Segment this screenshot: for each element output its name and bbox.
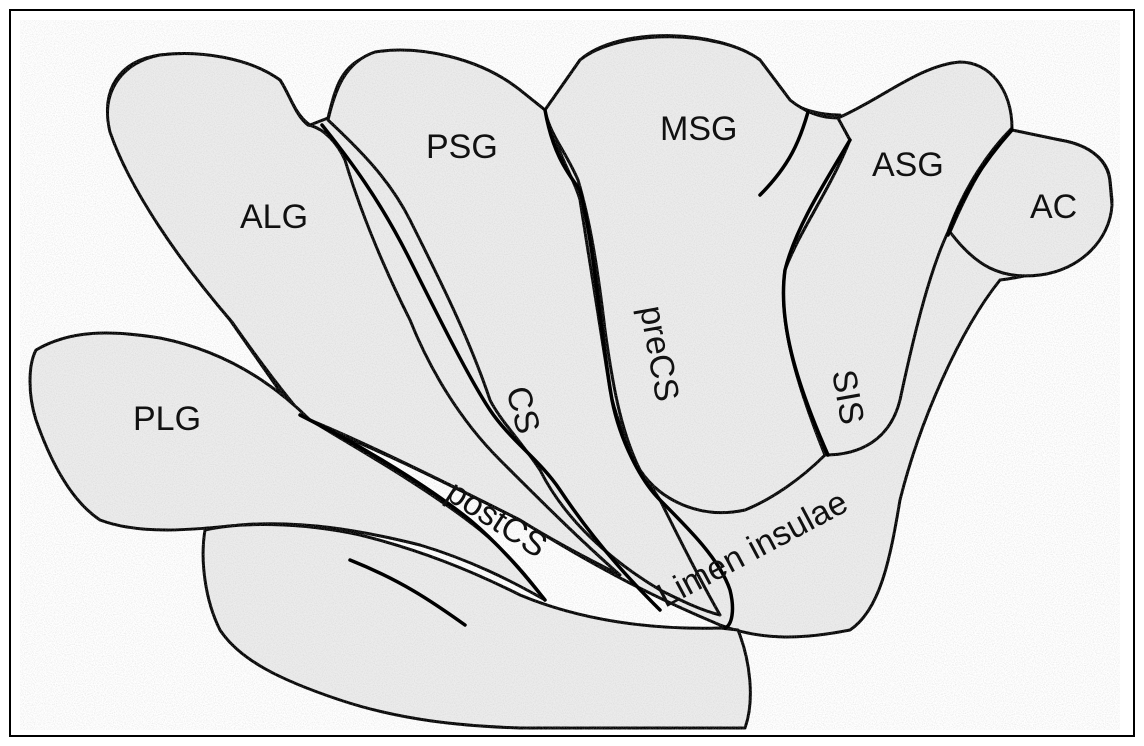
stipple-texture: [20, 20, 1120, 730]
label-msg: MSG: [660, 110, 737, 148]
label-alg: ALG: [240, 198, 308, 236]
label-ac: AC: [1030, 188, 1077, 226]
label-plg: PLG: [133, 400, 201, 438]
label-asg: ASG: [872, 146, 944, 184]
label-psg: PSG: [426, 128, 498, 166]
